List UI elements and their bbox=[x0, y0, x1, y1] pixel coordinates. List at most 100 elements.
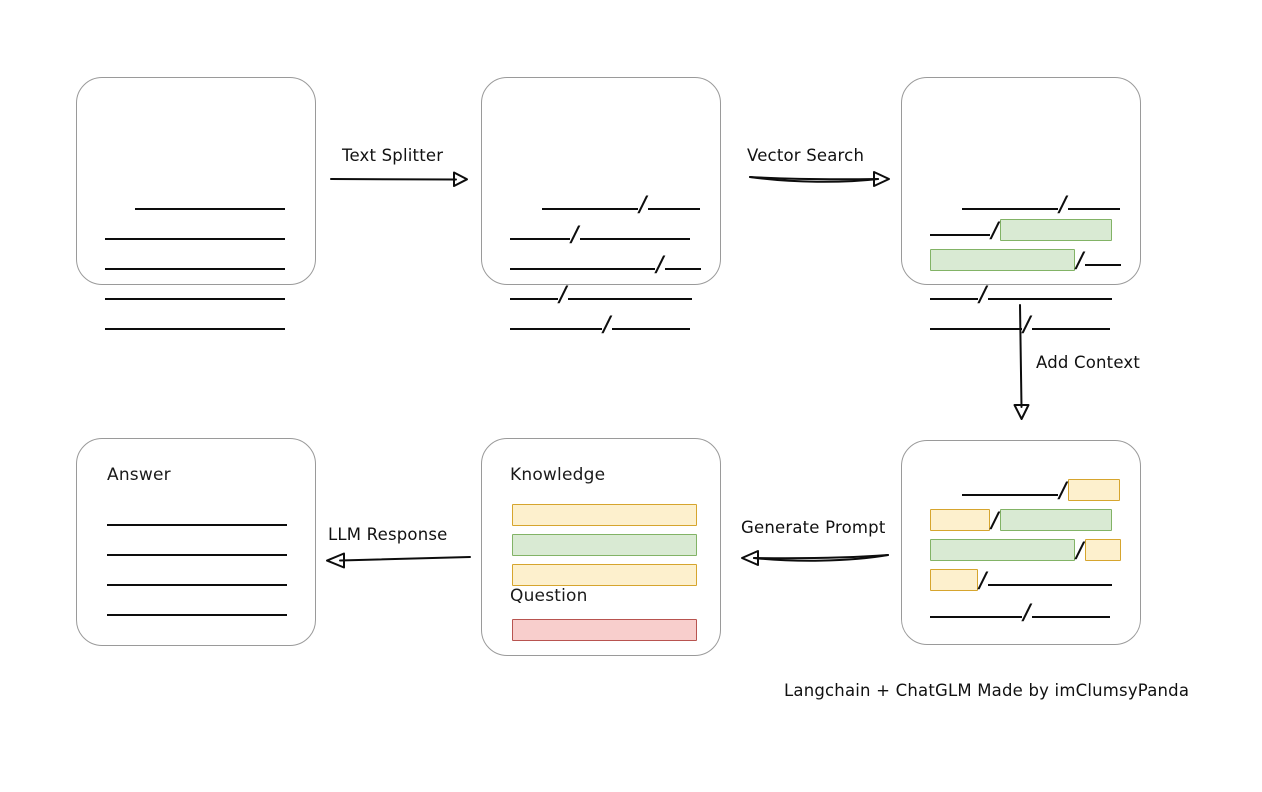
prompt-chip-green bbox=[512, 534, 697, 556]
highlight-chip-yellow bbox=[930, 569, 978, 591]
text-rule bbox=[510, 229, 570, 240]
text-line-row: / bbox=[930, 569, 1112, 591]
text-rule bbox=[962, 199, 1058, 210]
text-line-row: / bbox=[510, 283, 692, 305]
text-rule bbox=[647, 199, 700, 210]
text-line-row: / bbox=[510, 313, 690, 335]
arrow-text-splitter bbox=[330, 171, 468, 187]
text-line-row: / bbox=[510, 223, 690, 245]
box-context-chunks: / / / / / bbox=[901, 440, 1141, 645]
arrow-label-text-splitter: Text Splitter bbox=[342, 146, 444, 165]
text-rule bbox=[510, 289, 558, 300]
text-rule bbox=[1084, 255, 1121, 266]
diagram-caption: Langchain + ChatGLM Made by imClumsyPand… bbox=[784, 681, 1190, 700]
text-rule bbox=[611, 319, 690, 330]
text-rule bbox=[930, 319, 1022, 330]
box-split-chunks: / / / / / bbox=[481, 77, 721, 334]
text-line-row bbox=[105, 313, 285, 335]
prompt-chip-yellow bbox=[512, 564, 697, 586]
text-rule bbox=[107, 575, 287, 586]
text-line-row bbox=[107, 539, 287, 561]
text-line-row: / bbox=[962, 193, 1120, 215]
slash-separator: / bbox=[571, 220, 579, 246]
text-rule bbox=[987, 289, 1112, 300]
text-line-row: / bbox=[962, 479, 1120, 501]
highlight-chip-green bbox=[930, 249, 1075, 271]
arrow-vector-search bbox=[749, 171, 890, 187]
box-answer: Answer bbox=[76, 438, 316, 646]
highlight-chip-yellow bbox=[1067, 479, 1120, 501]
text-rule bbox=[105, 229, 285, 240]
slash-separator: / bbox=[991, 216, 999, 242]
highlight-chip-green bbox=[930, 539, 1075, 561]
prompt-chip-red bbox=[512, 619, 697, 641]
slash-separator: / bbox=[559, 280, 567, 306]
arrow-add-context bbox=[1013, 304, 1030, 420]
slash-separator: / bbox=[1023, 310, 1031, 336]
text-rule bbox=[135, 199, 285, 210]
slash-separator: / bbox=[1059, 476, 1067, 502]
knowledge-heading: Knowledge bbox=[510, 465, 606, 485]
text-line-row bbox=[135, 193, 285, 215]
arrow-generate-prompt bbox=[741, 550, 889, 566]
text-line-row bbox=[107, 569, 287, 591]
text-rule bbox=[107, 515, 287, 526]
slash-separator: / bbox=[1059, 190, 1067, 216]
text-rule bbox=[579, 229, 690, 240]
text-rule bbox=[510, 319, 602, 330]
box-vector-search-results: / / / / / bbox=[901, 77, 1141, 334]
text-rule bbox=[930, 225, 990, 236]
box-prompt: Knowledge Question bbox=[481, 438, 721, 656]
text-rule bbox=[510, 259, 655, 270]
text-rule bbox=[542, 199, 638, 210]
text-line-row: / bbox=[930, 249, 1121, 271]
text-line-row: / bbox=[930, 509, 1112, 531]
text-rule bbox=[1067, 199, 1120, 210]
slash-separator: / bbox=[979, 566, 987, 592]
slash-separator: / bbox=[1023, 598, 1031, 624]
arrow-label-add-context: Add Context bbox=[1036, 353, 1141, 372]
text-line-row bbox=[105, 253, 285, 275]
text-rule bbox=[107, 605, 287, 616]
highlight-chip-green bbox=[999, 509, 1112, 531]
slash-separator: / bbox=[603, 310, 611, 336]
highlight-chip-yellow bbox=[930, 509, 990, 531]
text-rule bbox=[567, 289, 692, 300]
arrow-label-llm-response: LLM Response bbox=[328, 525, 448, 544]
text-line-row bbox=[107, 599, 287, 621]
text-line-row: / bbox=[930, 219, 1112, 241]
box-source-document bbox=[76, 77, 316, 330]
text-line-row bbox=[107, 509, 287, 531]
text-line-row: / bbox=[930, 601, 1110, 623]
text-line-row: / bbox=[930, 313, 1110, 335]
text-line-row bbox=[105, 223, 285, 245]
text-rule bbox=[107, 545, 287, 556]
slash-separator: / bbox=[1076, 246, 1084, 272]
text-line-row: / bbox=[542, 193, 700, 215]
arrow-llm-response bbox=[326, 552, 471, 569]
text-rule bbox=[930, 289, 978, 300]
text-line-row bbox=[105, 283, 285, 305]
prompt-chip-yellow bbox=[512, 504, 697, 526]
slash-separator: / bbox=[1076, 536, 1084, 562]
text-line-row: / bbox=[510, 253, 701, 275]
text-rule bbox=[105, 319, 285, 330]
arrow-label-generate-prompt: Generate Prompt bbox=[741, 518, 886, 537]
text-line-row: / bbox=[930, 539, 1121, 561]
answer-heading: Answer bbox=[107, 465, 171, 485]
text-rule bbox=[105, 289, 285, 300]
highlight-chip-green bbox=[999, 219, 1112, 241]
text-rule bbox=[105, 259, 285, 270]
text-rule bbox=[962, 485, 1058, 496]
text-rule bbox=[1031, 607, 1110, 618]
text-rule bbox=[664, 259, 701, 270]
slash-separator: / bbox=[991, 506, 999, 532]
slash-separator: / bbox=[656, 250, 664, 276]
text-line-row: / bbox=[930, 283, 1112, 305]
text-rule bbox=[987, 575, 1112, 586]
text-rule bbox=[1031, 319, 1110, 330]
slash-separator: / bbox=[979, 280, 987, 306]
question-heading: Question bbox=[510, 586, 588, 606]
text-rule bbox=[930, 607, 1022, 618]
